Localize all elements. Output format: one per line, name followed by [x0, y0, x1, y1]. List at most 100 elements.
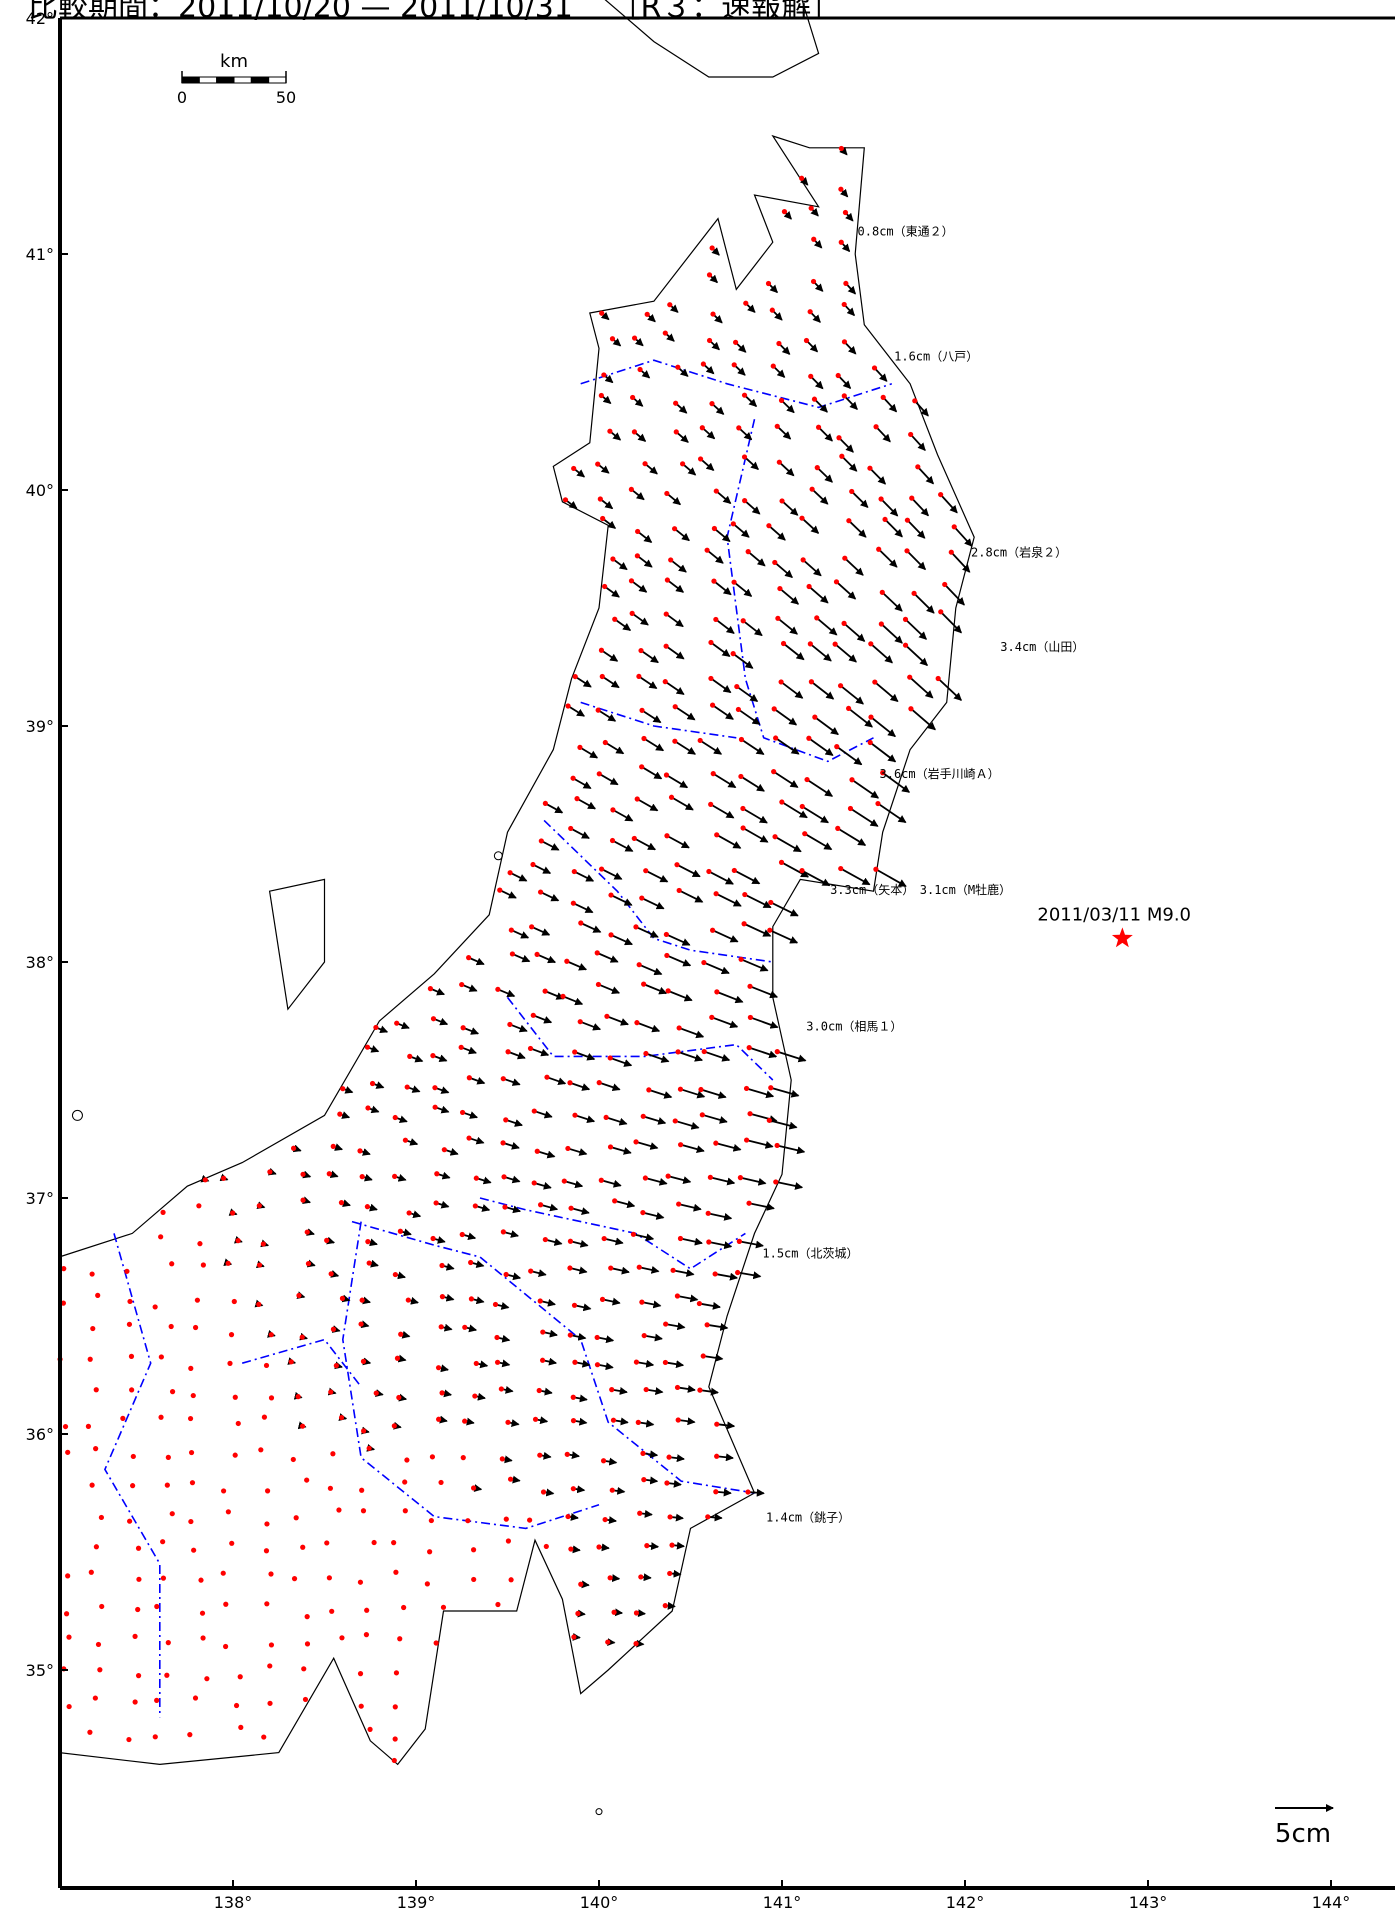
- station-dot-385: [567, 1265, 573, 1271]
- station-295: [603, 1114, 628, 1126]
- station-dot-324: [473, 1175, 479, 1181]
- station-607: [268, 1642, 275, 1648]
- station-423: [494, 1334, 511, 1343]
- station-dot-473: [187, 1415, 194, 1422]
- station-dot-32: [700, 361, 706, 367]
- station-281: [596, 1080, 621, 1092]
- station-394: [152, 1304, 158, 1310]
- station-70: [597, 496, 614, 510]
- station-dot-7: [811, 236, 817, 242]
- station-567: [88, 1569, 94, 1575]
- vector-409: [677, 1294, 699, 1303]
- station-dot-327: [561, 1178, 567, 1184]
- station-130: [780, 640, 805, 661]
- station-dot-110: [833, 579, 840, 585]
- station-dot-178: [542, 800, 548, 807]
- vector-245: [667, 990, 693, 1002]
- station-dot-314: [744, 1137, 750, 1143]
- coastline: [58, 0, 975, 1816]
- station-220: [508, 927, 530, 939]
- station-386: [608, 1265, 630, 1275]
- station-dot-628: [132, 1699, 138, 1705]
- station-dot-559: [470, 1547, 477, 1553]
- vector-347: [614, 1200, 636, 1209]
- station-dot-180: [610, 807, 616, 813]
- station-dot-337: [256, 1203, 262, 1209]
- vector-173: [740, 775, 765, 792]
- station-dot-90: [904, 517, 911, 523]
- station-361: [459, 1231, 477, 1241]
- vector-110: [835, 581, 857, 600]
- station-dot-547: [705, 1514, 711, 1520]
- station-506: [640, 1450, 659, 1459]
- station-175: [804, 776, 834, 797]
- station-dot-625: [393, 1670, 400, 1676]
- station-dot-496: [290, 1456, 296, 1463]
- station-dot-83: [671, 526, 678, 532]
- station-dot-510: [130, 1483, 136, 1489]
- station-dot-108: [777, 585, 783, 592]
- vector-263: [460, 1046, 477, 1055]
- station-433: [158, 1354, 164, 1360]
- vector-349: [678, 1203, 702, 1212]
- station-530: [127, 1518, 133, 1524]
- station-dot-515: [304, 1477, 310, 1483]
- station-387: [636, 1264, 660, 1274]
- station-dot-376: [256, 1262, 263, 1268]
- station-dot-217: [713, 891, 719, 897]
- station-dot-240: [495, 986, 501, 992]
- station-269: [675, 1049, 703, 1062]
- station-594: [401, 1604, 407, 1611]
- station-dot-121: [841, 620, 847, 626]
- vector-207: [781, 861, 810, 878]
- station-200: [530, 861, 552, 874]
- vector-135: [574, 675, 592, 688]
- station-25: [732, 339, 747, 353]
- vector-270: [703, 1050, 731, 1062]
- station-dot-126: [638, 647, 644, 654]
- vector-230: [512, 953, 531, 963]
- station-dot-140: [734, 683, 740, 690]
- station-624: [357, 1671, 364, 1677]
- station-120: [814, 615, 838, 636]
- station-266: [572, 1049, 596, 1061]
- station-132: [832, 641, 857, 663]
- station-dot-548: [93, 1544, 99, 1550]
- reference-vector-legend: 5cm: [1275, 1804, 1334, 1849]
- station-73: [713, 488, 732, 505]
- station-dot-432: [128, 1353, 135, 1359]
- vector-132: [834, 643, 857, 663]
- station-114: [612, 616, 632, 631]
- vector-272: [776, 1050, 807, 1063]
- station-dot-30: [637, 366, 643, 373]
- station-dot-481: [462, 1418, 468, 1424]
- station-92: [610, 556, 628, 571]
- station-431: [87, 1356, 93, 1362]
- station-dot-60: [642, 461, 648, 467]
- station-210: [873, 866, 907, 888]
- vector-55: [838, 437, 854, 453]
- station-dot-318: [267, 1169, 273, 1175]
- station-464: [570, 1394, 588, 1403]
- station-639: [187, 1732, 193, 1738]
- station-dot-592: [329, 1608, 335, 1614]
- station-dot-311: [633, 1139, 639, 1145]
- station-469: [62, 1423, 69, 1430]
- vector-176: [851, 778, 880, 799]
- station-dot-144: [872, 679, 878, 685]
- station-dot-453: [190, 1392, 196, 1399]
- station-144: [872, 679, 899, 703]
- vector-326: [533, 1181, 552, 1190]
- vector-94: [670, 559, 687, 573]
- station-45: [841, 393, 858, 410]
- station-dot-533: [225, 1509, 231, 1515]
- vector-223: [610, 934, 633, 946]
- station-dot-193: [664, 833, 670, 839]
- vector-348: [642, 1211, 665, 1220]
- vector-209: [840, 867, 871, 886]
- vector-312: [680, 1143, 705, 1154]
- station-dot-644: [391, 1757, 397, 1764]
- station-dot-517: [359, 1487, 365, 1493]
- station-388: [670, 1267, 695, 1277]
- station-dot-498: [366, 1445, 372, 1451]
